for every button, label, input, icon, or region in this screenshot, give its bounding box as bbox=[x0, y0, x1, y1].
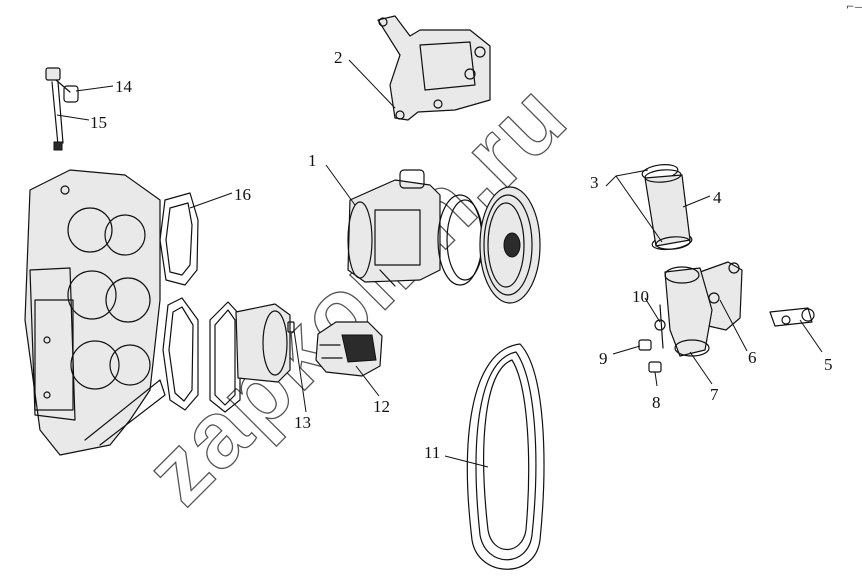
part-bolt-15 bbox=[51, 81, 64, 151]
part-timing-cover-housing bbox=[24, 169, 166, 456]
part-bolt-9 bbox=[638, 339, 652, 351]
callout-14: 14 bbox=[115, 77, 133, 96]
callout-1: 1 bbox=[308, 151, 317, 170]
callout-9: 9 bbox=[599, 349, 608, 368]
part-pump-pulley bbox=[437, 186, 541, 304]
callout-12: 12 bbox=[373, 397, 390, 416]
callout-5: 5 bbox=[824, 355, 833, 374]
corner-mark: ⌐— bbox=[846, 2, 862, 13]
part-gasket-pump bbox=[209, 301, 241, 413]
callout-11: 11 bbox=[424, 443, 440, 462]
callout-10: 10 bbox=[632, 287, 649, 306]
part-washer-10 bbox=[654, 304, 666, 349]
callout-7: 7 bbox=[710, 385, 719, 404]
callout-4: 4 bbox=[713, 188, 722, 207]
part-gasket-lower bbox=[162, 297, 199, 411]
part-belt-11 bbox=[466, 343, 545, 570]
callout-2: 2 bbox=[334, 48, 343, 67]
part-valve-12 bbox=[315, 321, 383, 377]
callout-8: 8 bbox=[652, 393, 661, 412]
part-pipe-5 bbox=[769, 307, 815, 327]
part-sensor-14 bbox=[45, 67, 79, 103]
part-hose-4 bbox=[644, 169, 691, 250]
part-outlet-7 bbox=[664, 266, 713, 357]
part-bracket-2 bbox=[377, 15, 491, 121]
callout-6: 6 bbox=[748, 348, 757, 367]
callout-15: 15 bbox=[90, 113, 107, 132]
leader-lines bbox=[56, 59, 823, 468]
part-water-pump-1 bbox=[347, 169, 441, 287]
callout-13: 13 bbox=[294, 413, 311, 432]
callout-16: 16 bbox=[234, 185, 251, 204]
callouts: 1 2 3 4 5 6 7 8 9 10 11 12 13 14 15 16 bbox=[90, 48, 833, 462]
callout-3: 3 bbox=[590, 173, 599, 192]
part-pump-cover bbox=[235, 303, 291, 383]
part-pin-13 bbox=[287, 321, 295, 333]
part-gasket-16 bbox=[159, 192, 199, 286]
part-bolt-8 bbox=[648, 361, 662, 373]
